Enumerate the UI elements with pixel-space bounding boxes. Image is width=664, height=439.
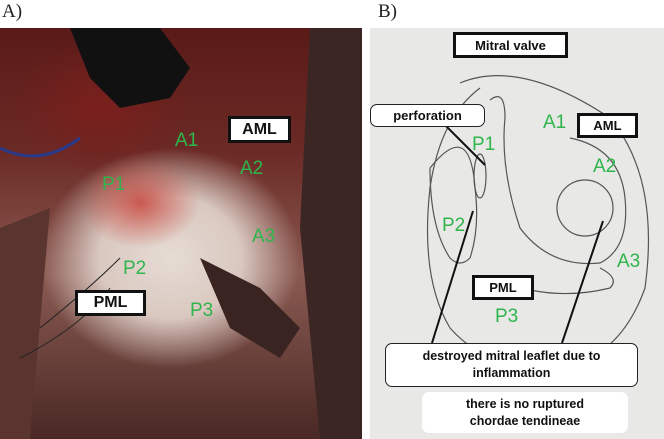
sketch-label-p2: P2 bbox=[442, 215, 466, 236]
pml-outline bbox=[429, 146, 478, 264]
sketch-aml-box: AML bbox=[577, 113, 638, 138]
pml-tail bbox=[529, 267, 614, 295]
photo-label-p1: P1 bbox=[102, 174, 126, 195]
destroyed-leaflet-label: destroyed mitral leaflet due to inflamma… bbox=[385, 343, 638, 387]
sketch-label-p3: P3 bbox=[495, 306, 519, 327]
no-ruptured-chordae-label: there is no ruptured chordae tendineae bbox=[422, 392, 628, 433]
destroyed-pointer-right bbox=[561, 220, 604, 344]
sketch-label-a3: A3 bbox=[617, 251, 641, 272]
destroyed-area bbox=[556, 179, 614, 237]
panel-a-label: A) bbox=[2, 1, 23, 22]
photo-label-a2: A2 bbox=[240, 158, 264, 179]
photo-pml-box: PML bbox=[75, 290, 146, 316]
photo-label-p3: P3 bbox=[190, 300, 214, 321]
suture bbox=[0, 136, 81, 158]
photo-label-p2: P2 bbox=[123, 258, 147, 279]
surgical-photo: A1 AML A2 P1 A3 P2 PML P3 bbox=[0, 28, 362, 439]
photo-label-a1: A1 bbox=[175, 130, 199, 151]
retractor-shape bbox=[70, 28, 190, 108]
valve-orifice bbox=[200, 258, 300, 358]
photo-aml-box: AML bbox=[228, 116, 291, 143]
mitral-valve-sketch: Mitral valve perforation A1 AML P1 A2 P2… bbox=[370, 28, 664, 439]
mitral-valve-title: Mitral valve bbox=[453, 32, 568, 58]
destroyed-pointer-left bbox=[431, 210, 474, 344]
perforation-hole bbox=[473, 153, 487, 199]
aml-outline bbox=[489, 96, 627, 265]
sketch-label-p1: P1 bbox=[472, 134, 496, 155]
photo-label-a3: A3 bbox=[252, 226, 276, 247]
tissue-edge-left bbox=[0, 208, 50, 439]
tissue-edge bbox=[300, 28, 362, 439]
sketch-label-a1: A1 bbox=[543, 112, 567, 133]
perforation-label: perforation bbox=[370, 104, 485, 127]
sketch-label-a2: A2 bbox=[593, 156, 617, 177]
sketch-pml-box: PML bbox=[472, 275, 534, 300]
panel-b-label: B) bbox=[378, 1, 397, 22]
photo-details bbox=[0, 28, 362, 439]
